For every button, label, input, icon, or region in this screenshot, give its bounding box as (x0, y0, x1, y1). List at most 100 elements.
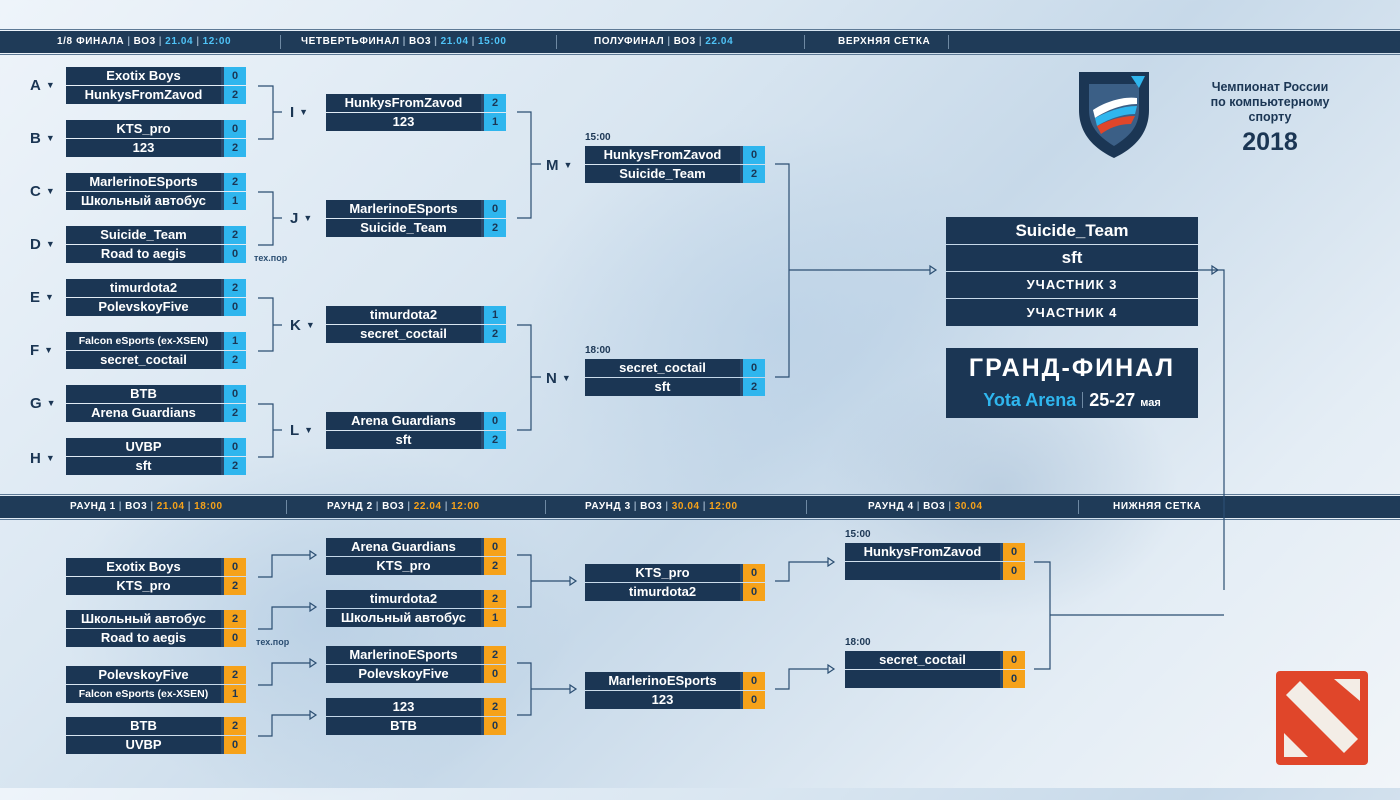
team-row: 0 (845, 670, 1025, 688)
team-score: 2 (743, 165, 765, 183)
team-score: 0 (1003, 651, 1025, 669)
header-divider (545, 500, 546, 514)
team-row: Falcon eSports (ex-XSEN)1 (66, 685, 246, 703)
team-name: 123 (651, 692, 674, 707)
team-score: 0 (1003, 670, 1025, 688)
header-round-4: РАУНД 4|ВО3|30.04 (868, 501, 983, 512)
grand-final-month: мая (1140, 397, 1161, 409)
header-divider (948, 35, 949, 49)
team-name (845, 562, 1000, 580)
match-letter-c: C▼ (30, 183, 55, 200)
team-name: sft (135, 458, 152, 473)
team-score: 0 (743, 691, 765, 709)
team-score: 0 (743, 146, 765, 164)
team-score: 0 (484, 200, 506, 218)
grand-final-dates: 25-27 (1089, 390, 1136, 410)
team-name: Suicide_Team (100, 227, 187, 242)
match-letter-n: N▼ (546, 370, 571, 387)
upper-bracket-header (0, 31, 1400, 53)
match-letter-d: D▼ (30, 236, 55, 253)
team-score: 2 (224, 404, 246, 422)
header-border-top (0, 494, 1400, 495)
final-participant: УЧАСТНИК 3 (946, 272, 1198, 298)
header-divider (1078, 500, 1079, 514)
team-name: timurdota2 (628, 584, 697, 599)
team-score: 2 (224, 577, 246, 595)
federation-shield-logo (1079, 72, 1149, 158)
header-border-bottom (0, 54, 1400, 55)
team-score: 2 (224, 666, 246, 684)
header-semifinal: ПОЛУФИНАЛ|ВО3|22.04 (594, 36, 734, 47)
header-round-of-16: 1/8 ФИНАЛА|ВО3|21.04|12:00 (57, 36, 232, 47)
lower-bracket-header (0, 496, 1400, 518)
team-name: HunkysFromZavod (84, 87, 203, 102)
match-time: 15:00 (585, 132, 611, 143)
team-score: 0 (484, 538, 506, 556)
team-name: KTS_pro (635, 565, 690, 580)
match-time: 15:00 (845, 529, 871, 540)
match-letter-g: G▼ (30, 395, 56, 412)
match-letter-k: K▼ (290, 317, 315, 334)
team-name: PolevskoyFive (98, 667, 189, 682)
team-row: 123 0 (585, 691, 765, 709)
team-row: HunkysFromZavod 0 (585, 146, 765, 164)
team-score: 0 (224, 438, 246, 456)
team-score: 2 (224, 717, 246, 735)
team-name: PolevskoyFive (358, 666, 449, 681)
grand-final-title: ГРАНД-ФИНАЛ (968, 354, 1176, 382)
team-name: Exotix Boys (106, 68, 181, 83)
team-name: Arena Guardians (351, 539, 456, 554)
header-round-1: РАУНД 1|ВО3|21.04|18:00 (70, 501, 223, 512)
match-card[interactable]: Falcon eSports (ex-XSEN)1 secret_coctail… (66, 332, 246, 370)
team-score: 0 (484, 665, 506, 683)
match-card[interactable]: PolevskoyFive 2 Falcon eSports (ex-XSEN)1 (66, 666, 246, 704)
team-score: 2 (743, 378, 765, 396)
team-name: BTB (130, 718, 157, 733)
championship-year: 2018 (1242, 128, 1298, 156)
team-name: HunkysFromZavod (863, 544, 982, 559)
team-name: HunkysFromZavod (603, 147, 722, 162)
team-name: timurdota2 (369, 307, 438, 322)
match-time: 18:00 (845, 637, 871, 648)
team-name: 123 (392, 114, 415, 129)
